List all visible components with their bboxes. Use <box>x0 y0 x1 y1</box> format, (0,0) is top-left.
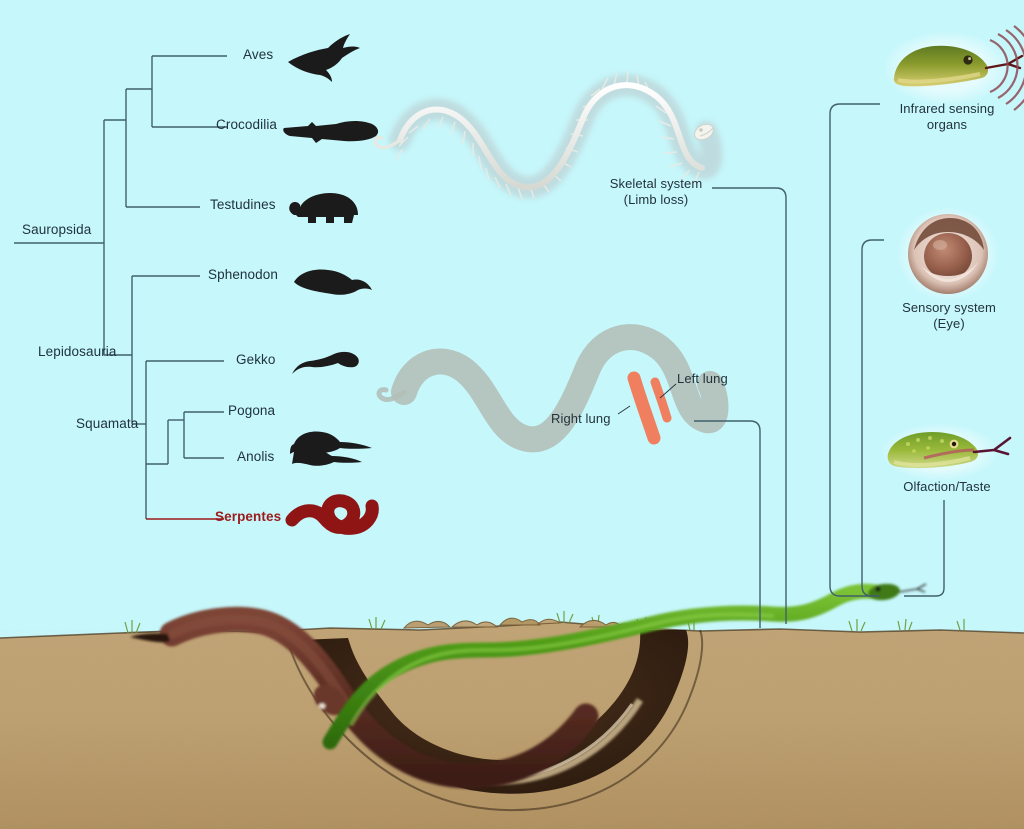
connector-olfaction <box>904 500 945 597</box>
annotation-skeletal-line1: Skeletal system <box>609 176 703 191</box>
panel-eye-line1: Sensory system <box>902 300 996 315</box>
infrared-waves <box>989 25 1024 111</box>
clade-label-sauropsida: Sauropsida <box>22 222 92 237</box>
right-lung-shape <box>627 371 661 445</box>
panel-caption-eye: Sensory system (Eye) <box>874 300 1024 333</box>
panel-infrared-line2: organs <box>926 117 968 133</box>
tip-label-serpentes: Serpentes <box>215 509 282 524</box>
crocodile-silhouette <box>283 121 388 149</box>
tip-label-crocodilia: Crocodilia <box>216 117 278 132</box>
tip-label-anolis: Anolis <box>237 449 275 464</box>
bird-silhouette <box>288 34 360 82</box>
snake-silhouette <box>285 494 379 535</box>
annotation-right-lung: Right lung <box>551 411 611 426</box>
snake-head-tongue-photo <box>882 424 1012 480</box>
panel-caption-infrared: Infrared sensing organs <box>872 101 1022 134</box>
clade-label-lepidosauria: Lepidosauria <box>38 344 117 359</box>
snake-head-infrared-photo <box>884 25 1024 111</box>
annotation-skeletal-system: Skeletal system (Limb loss) <box>596 176 716 209</box>
gecko-silhouette <box>292 351 360 375</box>
connector-lung <box>694 420 761 628</box>
snake-skull <box>694 123 714 141</box>
burrowing-reptile <box>130 606 599 789</box>
turtle-silhouette <box>289 193 358 223</box>
grass-tufts <box>124 611 965 634</box>
snake-eye-photo <box>898 208 998 300</box>
tip-label-gekko: Gekko <box>236 352 276 367</box>
panel-infrared-line1: Infrared sensing <box>899 101 995 116</box>
tip-label-pogona: Pogona <box>228 403 276 418</box>
annotation-skeletal-line2: (Limb loss) <box>623 192 689 208</box>
connector-infrared <box>829 103 880 597</box>
tuatara-silhouette <box>290 269 372 304</box>
connector-eye <box>861 239 884 597</box>
soil-rocks <box>402 617 636 629</box>
pogona-silhouette <box>290 426 372 461</box>
panel-caption-olfaction: Olfaction/Taste <box>872 479 1022 495</box>
panel-eye-line2: (Eye) <box>933 316 965 332</box>
annotation-left-lung: Left lung <box>677 371 728 386</box>
clade-label-squamata: Squamata <box>76 416 139 431</box>
tip-label-aves: Aves <box>243 47 274 62</box>
tip-label-sphenodon: Sphenodon <box>208 267 278 282</box>
anolis-silhouette <box>292 445 362 466</box>
green-snake <box>322 583 927 750</box>
connector-skeletal <box>712 187 787 624</box>
left-lung-shape <box>650 377 672 423</box>
panel-olfaction-line1: Olfaction/Taste <box>903 479 991 494</box>
tip-label-testudines: Testudines <box>210 197 276 212</box>
